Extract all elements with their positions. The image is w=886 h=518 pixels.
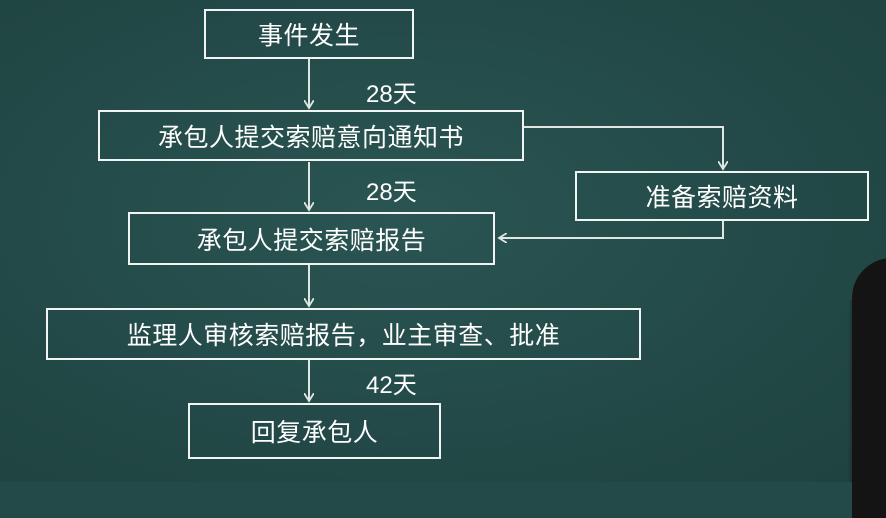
node-report: 承包人提交索赔报告 (128, 212, 495, 265)
node-notice: 承包人提交索赔意向通知书 (98, 110, 524, 161)
node-event: 事件发生 (204, 9, 414, 59)
presenter-silhouette (852, 258, 886, 518)
node-reply: 回复承包人 (188, 403, 441, 459)
arrow-notice-to-prepare (524, 126, 723, 169)
duration-label-2: 28天 (366, 179, 417, 206)
duration-label-1: 28天 (366, 81, 417, 108)
node-event-label: 事件发生 (257, 21, 360, 50)
node-reply-label: 回复承包人 (250, 418, 379, 447)
node-review: 监理人审核索赔报告，业主审查、批准 (46, 308, 641, 360)
duration-label-3: 42天 (366, 372, 417, 399)
node-prepare-label: 准备索赔资料 (645, 183, 799, 212)
flow-arrows (0, 59, 886, 482)
node-report-label: 承包人提交索赔报告 (196, 225, 427, 255)
arrow-prepare-to-report (499, 221, 724, 238)
node-prepare: 准备索赔资料 (575, 171, 869, 221)
node-notice-label: 承包人提交索赔意向通知书 (157, 122, 464, 152)
node-review-label: 监理人审核索赔报告，业主审查、批准 (126, 321, 561, 350)
